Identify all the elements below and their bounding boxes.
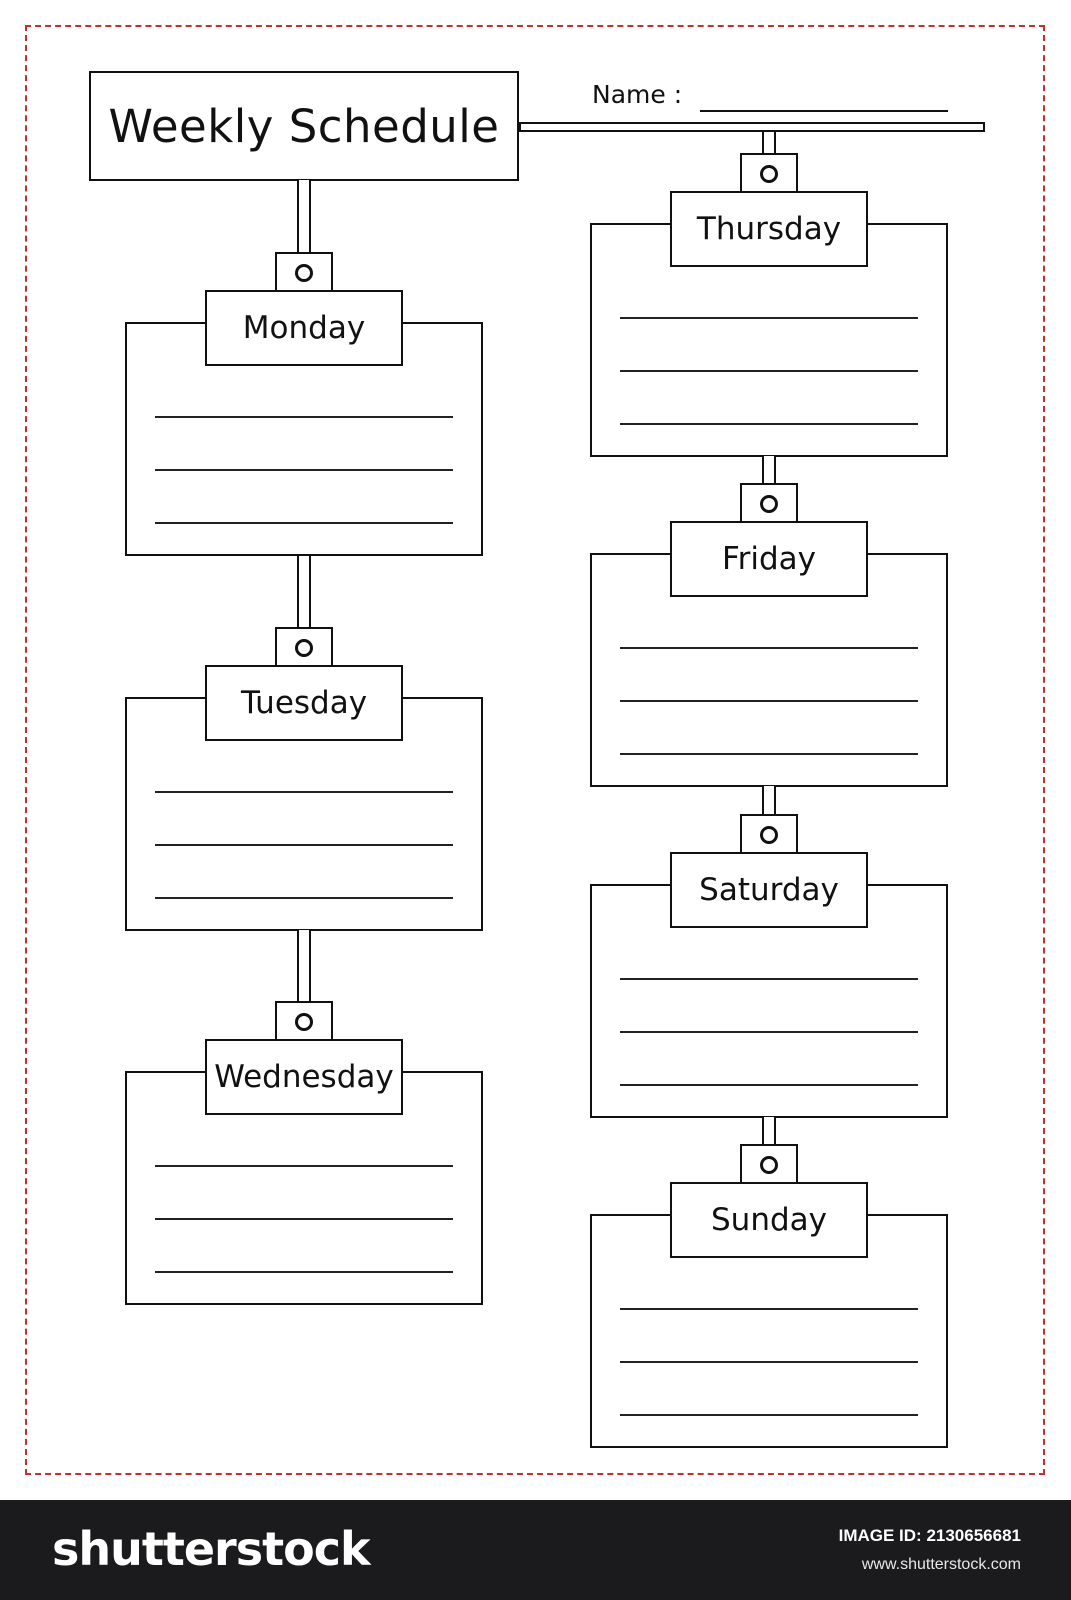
writing-line-monday[interactable] [155,469,453,471]
day-label-thursday: Thursday [670,191,868,267]
writing-line-monday[interactable] [155,522,453,524]
watermark-footer: shutterstock IMAGE ID: 2130656681 www.sh… [0,1500,1071,1600]
writing-line-tuesday[interactable] [155,791,453,793]
hanger-ring-monday [295,264,313,282]
writing-line-saturday[interactable] [620,1031,918,1033]
writing-line-wednesday[interactable] [155,1165,453,1167]
name-write-line[interactable] [700,110,948,112]
writing-line-sunday[interactable] [620,1361,918,1363]
writing-line-sunday[interactable] [620,1308,918,1310]
writing-line-friday[interactable] [620,647,918,649]
hanger-ring-wednesday [295,1013,313,1031]
writing-line-saturday[interactable] [620,1084,918,1086]
hanger-tab-sunday [740,1144,798,1184]
day-label-sunday: Sunday [670,1182,868,1258]
writing-line-thursday[interactable] [620,370,918,372]
day-label-tuesday: Tuesday [205,665,403,741]
hanger-rod-wednesday [297,930,311,1017]
writing-line-friday[interactable] [620,753,918,755]
day-label-friday: Friday [670,521,868,597]
writing-line-wednesday[interactable] [155,1218,453,1220]
hanger-ring-saturday [760,826,778,844]
writing-line-thursday[interactable] [620,423,918,425]
site-url: www.shutterstock.com [861,1556,1021,1573]
hanger-ring-thursday [760,165,778,183]
writing-line-tuesday[interactable] [155,844,453,846]
dashed-page-border [25,25,1045,1475]
writing-line-monday[interactable] [155,416,453,418]
day-label-monday: Monday [205,290,403,366]
day-label-wednesday: Wednesday [205,1039,403,1115]
hanging-bar [519,122,985,132]
hanger-ring-sunday [760,1156,778,1174]
writing-line-thursday[interactable] [620,317,918,319]
writing-line-tuesday[interactable] [155,897,453,899]
day-label-saturday: Saturday [670,852,868,928]
hanger-rod-monday [297,180,311,268]
shutterstock-logo: shutterstock [52,1522,371,1576]
image-id-text: IMAGE ID: 2130656681 [838,1526,1021,1545]
hanger-rod-tuesday [297,556,311,643]
writing-line-saturday[interactable] [620,978,918,980]
page-title: Weekly Schedule [89,71,519,181]
name-label: Name : [592,80,683,109]
hanger-ring-friday [760,495,778,513]
hanger-ring-tuesday [295,639,313,657]
writing-line-sunday[interactable] [620,1414,918,1416]
writing-line-wednesday[interactable] [155,1271,453,1273]
writing-line-friday[interactable] [620,700,918,702]
